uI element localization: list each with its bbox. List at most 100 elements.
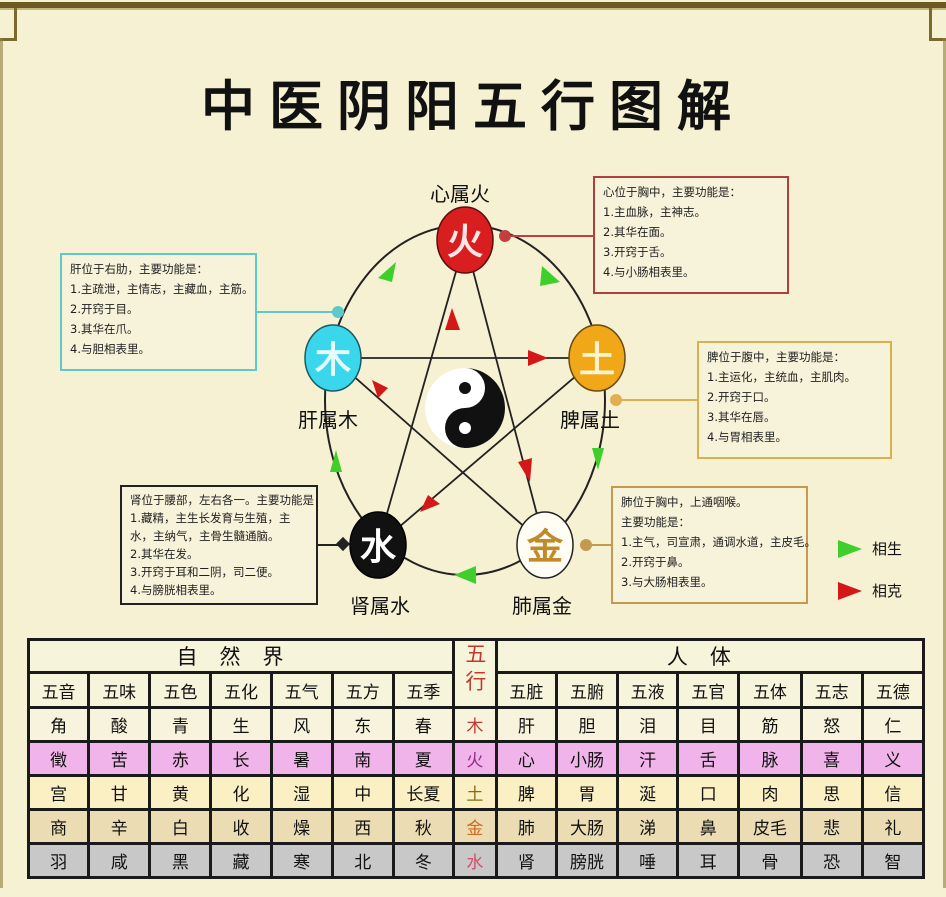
infobox-kidney: 肾位于腰部，左右各一。主要功能是： 1.藏精，主生长发育与生殖，主 水，主纳气，…	[120, 485, 326, 605]
table-cell: 礼	[860, 808, 926, 845]
table-cell: 口	[676, 774, 741, 811]
label-spleen-earth: 脾属土	[560, 408, 620, 432]
infobox-item: 1.主运化，主统血，主肌肉。	[707, 370, 856, 384]
table-cell: 唾	[616, 842, 680, 879]
col-header: 五液	[616, 671, 680, 709]
table-cell: 东	[330, 706, 395, 743]
table-cell: 中	[330, 774, 395, 811]
table-cell: 长夏	[391, 774, 456, 811]
table-cell: 怒	[799, 706, 864, 743]
col-header: 五音	[26, 671, 91, 709]
table-cell: 商	[26, 808, 91, 845]
table-cell: 肉	[737, 774, 803, 811]
table-row-wood: 角 酸 青 生 风 东 春 木 肝 胆 泪 目 筋 怒 仁	[26, 706, 926, 743]
table-cell: 白	[148, 808, 213, 845]
element-cell: 金	[452, 808, 498, 845]
table-cell: 心	[494, 740, 558, 777]
table-cell: 青	[148, 706, 213, 743]
element-metal: 金	[516, 511, 574, 579]
table-cell: 甘	[87, 774, 152, 811]
table-cell: 咸	[87, 842, 152, 879]
infobox-heart: 心位于胸中，主要功能是： 1.主血脉，主神志。 2.其华在面。 3.开窍于舌。 …	[593, 176, 789, 294]
infobox-item: 1.主血脉，主神志。	[603, 205, 706, 219]
infobox-heading: 心位于胸中，主要功能是：	[603, 185, 741, 199]
frame-corner-left	[0, 8, 17, 41]
table-cell: 脉	[737, 740, 803, 777]
table-cell: 冬	[391, 842, 456, 879]
arrow-wood-to-fire	[378, 262, 396, 282]
table-cell: 泪	[616, 706, 680, 743]
infobox-item: 2.开窍于鼻。	[621, 555, 690, 569]
table-cell: 悲	[799, 808, 864, 845]
arrow-earth-to-water	[420, 495, 440, 512]
wuxing-header-text: 五行	[462, 642, 487, 697]
element-water: 水	[349, 511, 407, 579]
arrow-metal-to-wood	[372, 380, 388, 398]
table-cell: 大肠	[554, 808, 620, 845]
table-cell: 骨	[737, 842, 803, 879]
arrow-earth-to-metal	[592, 448, 604, 470]
table-cell: 风	[269, 706, 334, 743]
table-cell: 膀胱	[554, 842, 620, 879]
infobox-spleen: 脾位于腹中，主要功能是： 1.主运化，主统血，主肌肉。 2.开窍于口。 3.其华…	[697, 341, 892, 459]
element-earth: 土	[568, 324, 626, 392]
five-elements-diagram: 火 木 土 水 金	[257, 206, 698, 584]
col-header: 五志	[799, 671, 864, 709]
earth-glyph: 土	[579, 340, 615, 381]
col-header: 五方	[330, 671, 395, 709]
infobox-item: 3.与大肠相表里。	[621, 575, 713, 589]
table-cell: 寒	[269, 842, 334, 879]
col-header: 五脏	[494, 671, 558, 709]
table-cell: 暑	[269, 740, 334, 777]
arrow-water-to-fire	[445, 308, 460, 330]
infobox-item: 3.开窍于舌。	[603, 245, 672, 259]
table-row-metal: 商 辛 白 收 燥 西 秋 金 肺 大肠 涕 鼻 皮毛 悲 礼	[26, 808, 926, 845]
label-kidney-water: 肾属水	[350, 594, 410, 618]
yin-yang-icon	[425, 368, 505, 448]
infobox-item: 1.主疏泄，主情志，主藏血，主筋。	[70, 282, 254, 296]
arrow-water-to-wood	[330, 450, 342, 472]
table-cell: 徵	[26, 740, 91, 777]
frame-left-border	[0, 38, 3, 888]
infobox-item: 1.主气，司宣肃，通调水道，主皮毛。	[621, 535, 816, 549]
col-header: 五德	[860, 671, 926, 709]
table-cell: 信	[860, 774, 926, 811]
table-cell: 秋	[391, 808, 456, 845]
element-fire: 火	[436, 206, 494, 274]
table-cell: 宫	[26, 774, 91, 811]
infobox-heading: 脾位于腹中，主要功能是：	[707, 350, 845, 364]
restraining-star-lines	[332, 239, 598, 546]
col-header: 五化	[209, 671, 273, 709]
infobox-heading: 肾位于腰部，左右各一。主要功能是：	[130, 493, 326, 507]
legend-label: 相克	[872, 582, 903, 600]
table-cell: 角	[26, 706, 91, 743]
table-cell: 化	[209, 774, 273, 811]
frame-corner-right	[929, 8, 946, 41]
col-header: 五气	[269, 671, 334, 709]
table-cell: 涎	[616, 774, 680, 811]
header-body-group: 人体	[494, 638, 926, 674]
arrow-fire-to-earth	[540, 266, 560, 286]
infobox-item: 水，主纳气，主骨生髓通脑。	[130, 529, 280, 543]
restraining-arrows	[372, 308, 548, 512]
infobox-item: 3.开窍于耳和二阴，司二便。	[130, 565, 279, 579]
infobox-heading: 肺位于胸中，上通咽喉。	[621, 495, 748, 509]
five-elements-table: 自然界 五行 人体 五音 五味 五色 五化 五气 五方 五季 五脏 五腑 五液 …	[26, 638, 926, 879]
infobox-item: 2.开窍于目。	[70, 302, 139, 316]
page-title: 中医阴阳五行图解	[201, 74, 745, 138]
infobox-item: 1.藏精，主生长发育与生殖，主	[130, 511, 291, 525]
table-cell: 涕	[616, 808, 680, 845]
frame-top-border	[0, 2, 946, 10]
col-header: 五体	[737, 671, 803, 709]
label-lung-metal: 肺属金	[512, 594, 572, 618]
infobox-lung: 肺位于胸中，上通咽喉。 主要功能是： 1.主气，司宣肃，通调水道，主皮毛。 2.…	[611, 486, 816, 604]
table-cell: 西	[330, 808, 395, 845]
legend-restraining: 相克	[838, 580, 902, 601]
arrow-metal-to-water	[454, 566, 476, 584]
water-glyph: 水	[360, 527, 397, 568]
table-row-fire: 徵 苦 赤 长 暑 南 夏 火 心 小肠 汗 舌 脉 喜 义	[26, 740, 926, 777]
legend-generating: 相生	[838, 538, 902, 559]
metal-glyph: 金	[526, 526, 564, 568]
infobox-heading: 肝位于右肋，主要功能是：	[70, 262, 208, 276]
table-cell: 智	[860, 842, 926, 879]
